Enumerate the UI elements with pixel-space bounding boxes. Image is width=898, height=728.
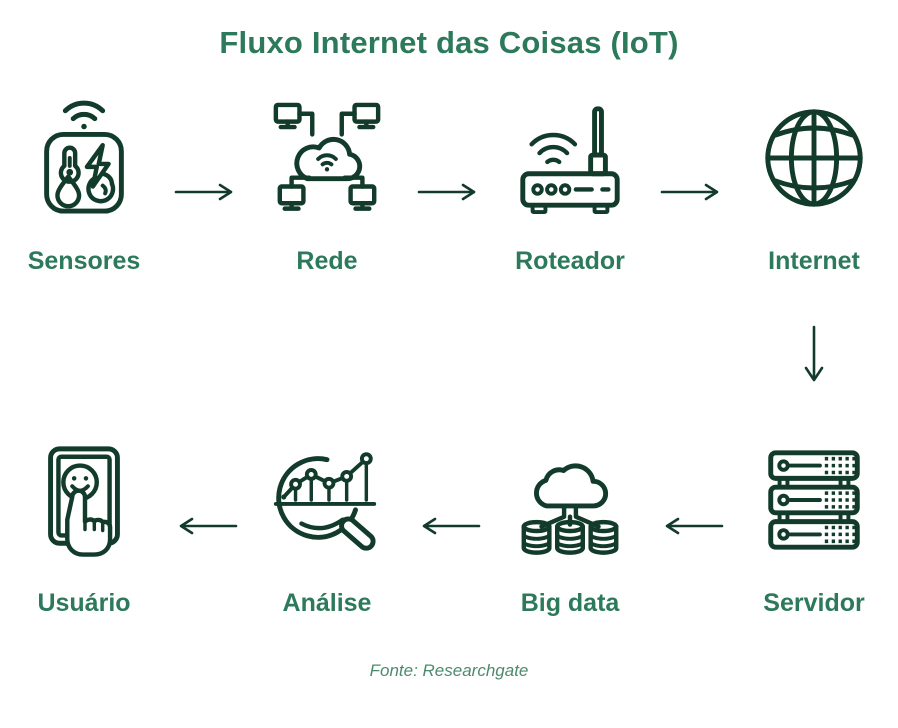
flow-arrow-cell xyxy=(168,434,243,618)
source-note: Fonte: Researchgate xyxy=(369,661,529,680)
left-arrow-icon xyxy=(179,517,237,535)
node-label-servidor: Servidor xyxy=(763,589,865,617)
top-flow-row: Sensores xyxy=(0,92,898,276)
flow-arrow-cell xyxy=(654,92,730,276)
sensor-panel-icon xyxy=(25,92,143,224)
node-label-bigdata: Big data xyxy=(520,589,620,617)
bigdata-cloud-database-icon xyxy=(511,434,629,566)
flow-node-usuario: Usuário xyxy=(0,434,168,618)
flow-node-analise: Análise xyxy=(243,434,411,618)
network-cloud-icon xyxy=(268,92,386,224)
touch-user-icon xyxy=(25,434,143,566)
node-label-analise: Análise xyxy=(282,589,372,617)
analysis-magnifier-icon xyxy=(268,434,386,566)
flow-arrow-cell xyxy=(411,92,486,276)
flow-arrow-cell xyxy=(654,434,730,618)
down-connector xyxy=(730,276,898,434)
router-icon xyxy=(511,92,629,224)
left-arrow-icon xyxy=(665,517,724,535)
page-title: Fluxo Internet das Coisas (IoT) xyxy=(219,25,679,60)
node-label-internet: Internet xyxy=(768,247,860,275)
flow-arrow-cell xyxy=(411,434,486,618)
node-label-sensores: Sensores xyxy=(27,247,141,275)
node-label-rede: Rede xyxy=(296,247,358,275)
server-rack-icon xyxy=(755,434,873,566)
connector-row xyxy=(0,276,898,434)
flow-node-sensores: Sensores xyxy=(0,92,168,276)
flow-arrow-cell xyxy=(168,92,243,276)
iot-flow-diagram: Fluxo Internet das Coisas (IoT) xyxy=(0,22,898,682)
right-arrow-icon xyxy=(417,183,475,201)
flow-node-bigdata: Big data xyxy=(486,434,654,618)
flow-node-rede: Rede xyxy=(243,92,411,276)
node-label-roteador: Roteador xyxy=(515,247,625,275)
flow-node-internet: Internet xyxy=(730,92,898,276)
bottom-flow-row: Usuário xyxy=(0,434,898,618)
down-arrow-icon xyxy=(804,325,824,382)
globe-icon xyxy=(755,92,873,224)
node-label-usuario: Usuário xyxy=(37,589,131,617)
flow-node-servidor: Servidor xyxy=(730,434,898,618)
right-arrow-icon xyxy=(660,183,719,201)
flow-node-roteador: Roteador xyxy=(486,92,654,276)
right-arrow-icon xyxy=(174,183,232,201)
left-arrow-icon xyxy=(422,517,480,535)
